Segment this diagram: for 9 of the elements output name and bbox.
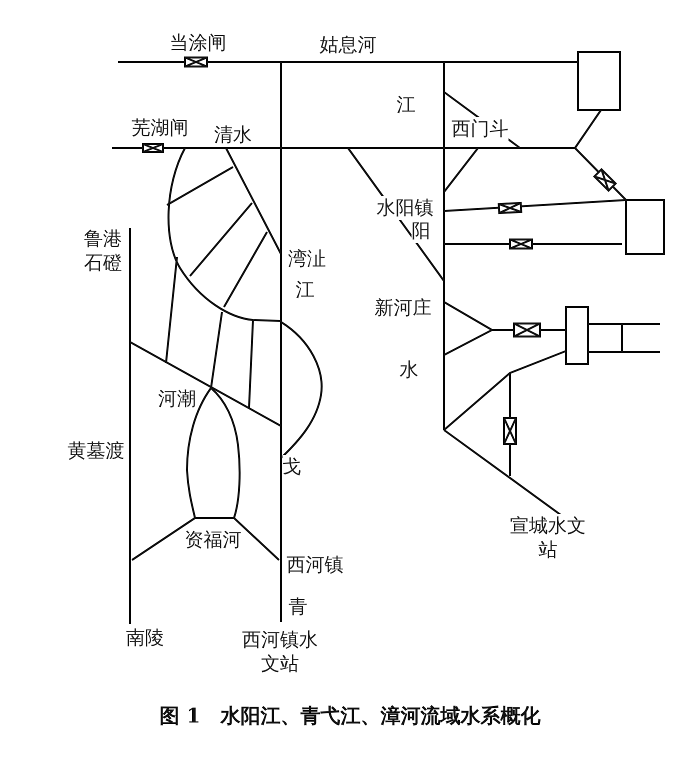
river-label: 资福河 xyxy=(184,528,242,552)
river-label: 西门斗 xyxy=(452,117,508,141)
river-label: 黄墓渡 xyxy=(68,439,124,463)
river-label: 西河镇 xyxy=(286,553,344,577)
river-label: 姑息河 xyxy=(320,33,376,57)
figure-caption: 图 1 水阳江、青弋江、漳河流域水系概化 xyxy=(160,702,540,730)
river-label: 水阳镇 xyxy=(376,196,434,220)
river-label: 阳 xyxy=(412,219,430,243)
river-label: 芜湖闸 xyxy=(132,116,188,140)
